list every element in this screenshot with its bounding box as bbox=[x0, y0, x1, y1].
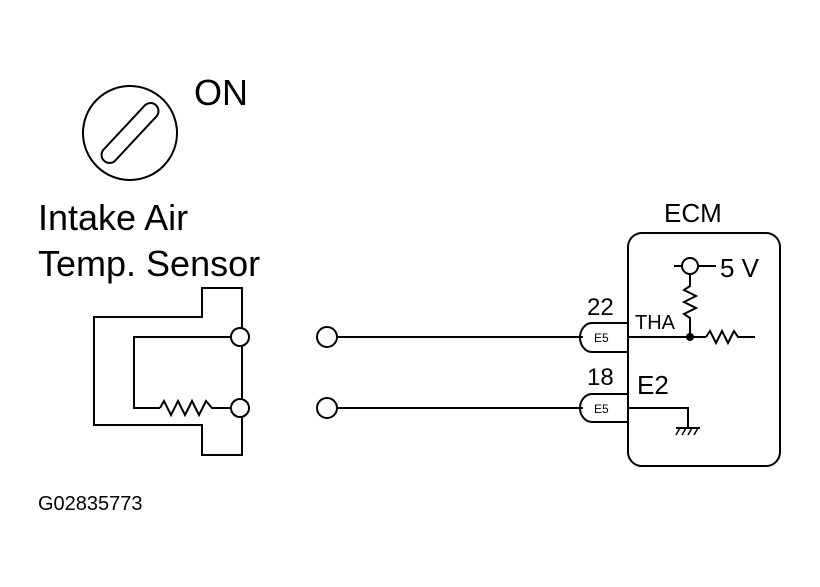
sensor-label-line2: Temp. Sensor bbox=[38, 243, 260, 284]
ecm-e2-line bbox=[628, 407, 689, 428]
sensor-housing bbox=[93, 287, 243, 456]
ignition-switch bbox=[82, 85, 178, 181]
harness-terminal-2 bbox=[316, 397, 338, 419]
signal-label-e2: E2 bbox=[637, 370, 669, 400]
ground-icon bbox=[675, 427, 700, 436]
supply-voltage-label: 5 V bbox=[720, 253, 760, 283]
pin-number-18: 18 bbox=[587, 364, 614, 391]
connector-pin-18: E5 bbox=[579, 393, 629, 423]
sensor-resistor bbox=[159, 398, 240, 418]
intake-air-temp-sensor bbox=[93, 287, 250, 456]
connector-pin-22: E5 bbox=[579, 322, 629, 353]
connector-label-pin22: E5 bbox=[594, 331, 609, 345]
supply-terminal-icon bbox=[681, 257, 699, 275]
pin-number-22: 22 bbox=[587, 294, 614, 321]
ecm-series-resistor bbox=[705, 328, 755, 346]
harness-terminal-1 bbox=[316, 326, 338, 348]
sensor-inner-loop bbox=[133, 336, 240, 409]
ecm-label: ECM bbox=[664, 198, 722, 228]
key-slot bbox=[100, 102, 160, 164]
ignition-state-label: ON bbox=[194, 72, 248, 113]
sensor-label-line1: Intake Air bbox=[38, 197, 188, 238]
sensor-terminal-1 bbox=[230, 327, 250, 347]
signal-label-tha: THA bbox=[635, 312, 676, 334]
sensor-terminal-2 bbox=[230, 398, 250, 418]
figure-code: G02835773 bbox=[38, 493, 143, 515]
connector-label-pin18: E5 bbox=[594, 402, 609, 416]
ignition-key-icon bbox=[82, 85, 178, 181]
ecm-pullup-resistor bbox=[681, 270, 699, 337]
